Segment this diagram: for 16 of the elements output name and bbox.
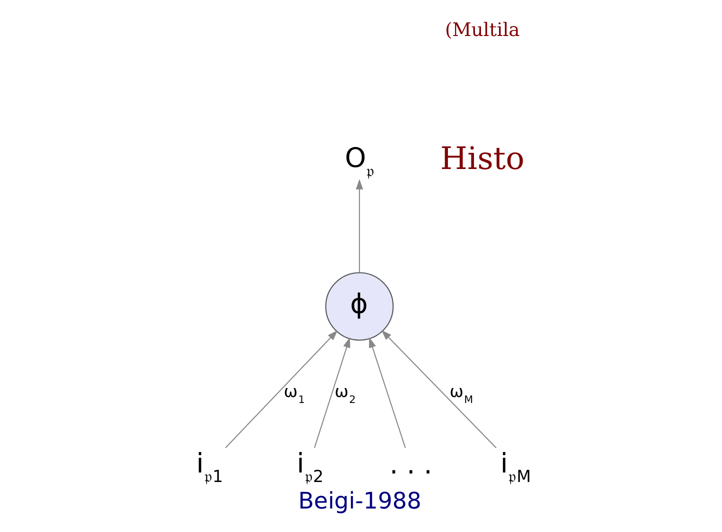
node-text: i$_{𝔭M}$ <box>500 448 531 486</box>
arrow <box>368 337 406 448</box>
node-text: i$_{𝔭1}$ <box>196 448 224 486</box>
edge-label: ω$_{1}$ <box>284 382 305 406</box>
arrow <box>356 179 364 273</box>
edge-label: ω$_{M}$ <box>450 382 474 406</box>
arrow <box>225 330 338 448</box>
node-text: . . . <box>390 450 432 481</box>
edge-label: ω$_{2}$ <box>334 382 356 406</box>
label: Histo <box>440 141 524 178</box>
label: (Multila <box>444 20 520 41</box>
node-text: i$_{𝔭2}$ <box>296 448 324 486</box>
caption: Beigi-1988 <box>298 488 422 515</box>
node-text: O$_{𝔭}$ <box>344 142 375 180</box>
arrow <box>314 337 350 448</box>
arrow <box>381 330 497 448</box>
